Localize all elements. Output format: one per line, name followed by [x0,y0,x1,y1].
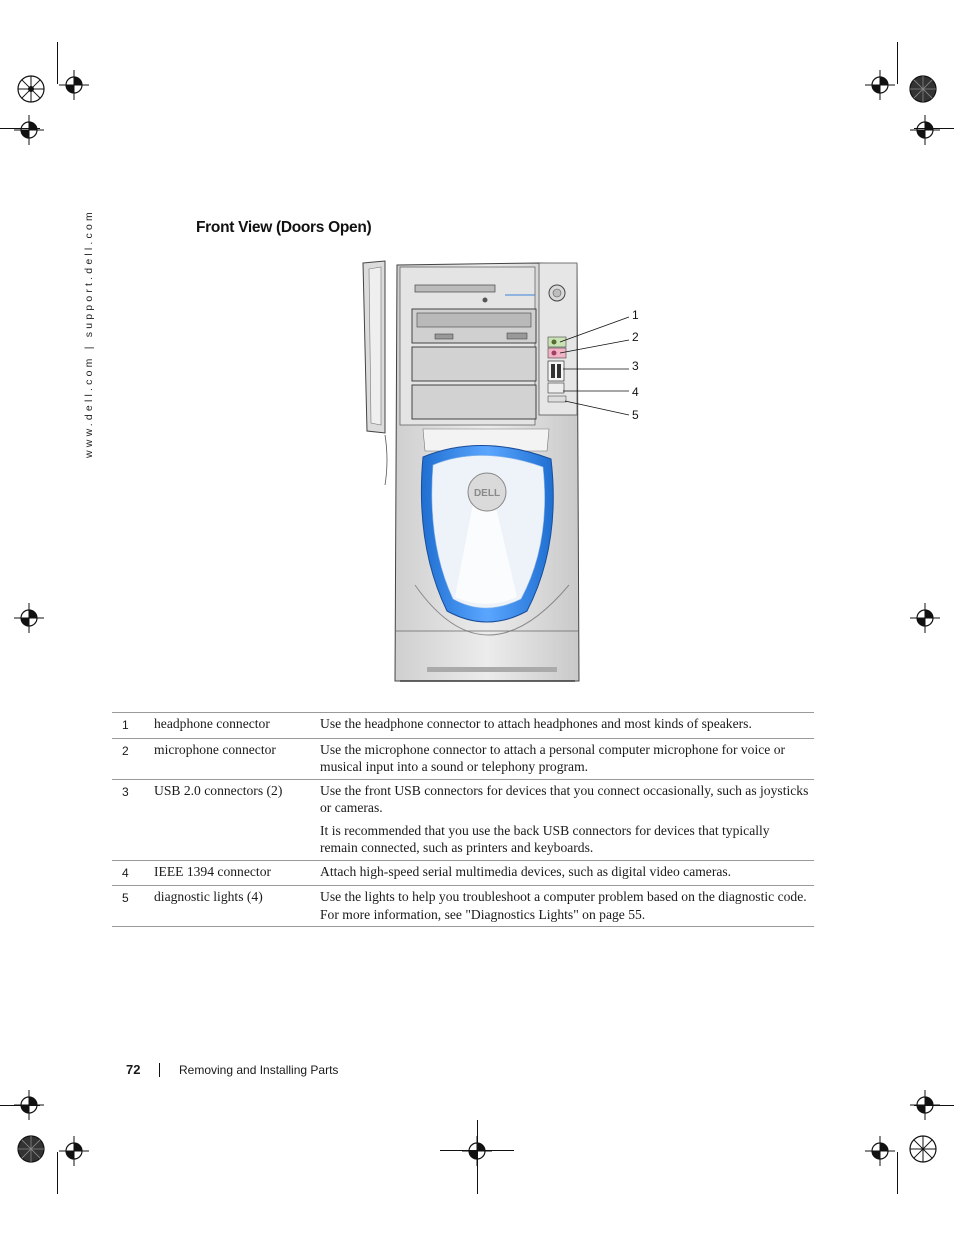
row-number: 4 [122,865,129,880]
crop-mark [0,128,40,129]
section-title: Front View (Doors Open) [196,219,372,236]
part-description: Use the microphone connector to attach a… [320,741,786,775]
part-name: microphone connector [154,741,276,757]
crop-mark [57,42,58,84]
crosshair-mark-icon [59,1136,89,1166]
part-description: Use the lights to help you troubleshoot … [320,889,807,922]
crop-mark [897,42,898,84]
row-number: 1 [122,718,129,732]
callout-number: 1 [632,308,639,322]
part-description: Attach high-speed serial multimedia devi… [320,863,732,879]
part-name: diagnostic lights (4) [154,889,263,904]
crosshair-mark-icon [14,603,44,633]
table-row: 5 diagnostic lights (4) Use the lights t… [112,885,814,927]
part-name: headphone connector [154,716,270,731]
parts-table: 1 headphone connector Use the headphone … [112,712,814,927]
crop-mark [897,1152,898,1194]
crop-mark [477,1120,478,1194]
computer-front-illustration: DELL [362,260,630,682]
sidebar-url-text: www.dell.com | support.dell.com [83,209,95,458]
crosshair-mark-icon [910,115,940,145]
table-row: 2 microphone connector Use the microphon… [112,738,814,779]
row-number: 3 [122,784,129,799]
crosshair-mark-icon [14,1090,44,1120]
footer-chapter-title: Removing and Installing Parts [179,1063,339,1077]
callout-number: 5 [632,408,639,422]
part-name: IEEE 1394 connector [154,863,272,879]
registration-mark-icon [909,1135,937,1163]
part-description: Use the front USB connectors for devices… [320,782,809,856]
callout-number: 4 [632,385,639,399]
crosshair-mark-icon [14,115,44,145]
crop-mark [914,128,954,129]
crop-mark [57,1152,58,1194]
callout-number: 3 [632,359,639,373]
part-name: USB 2.0 connectors (2) [154,782,283,798]
registration-mark-icon [17,1135,45,1163]
registration-mark-icon [909,75,937,103]
dell-logo-text: DELL [474,488,500,499]
crosshair-mark-icon [910,603,940,633]
row-number: 2 [122,743,129,758]
crosshair-mark-icon [865,70,895,100]
table-row: 1 headphone connector Use the headphone … [112,712,814,739]
page-number: 72 [126,1062,141,1077]
footer-divider [159,1063,160,1077]
part-description: Use the headphone connector to attach he… [320,716,752,731]
table-row: 4 IEEE 1394 connector Attach high-speed … [112,860,814,886]
table-row: 3 USB 2.0 connectors (2) Use the front U… [112,779,814,860]
crosshair-mark-icon [910,1090,940,1120]
registration-mark-icon [17,75,45,103]
crosshair-mark-icon [865,1136,895,1166]
callout-number: 2 [632,330,639,344]
row-number: 5 [122,891,129,905]
crosshair-mark-icon [59,70,89,100]
